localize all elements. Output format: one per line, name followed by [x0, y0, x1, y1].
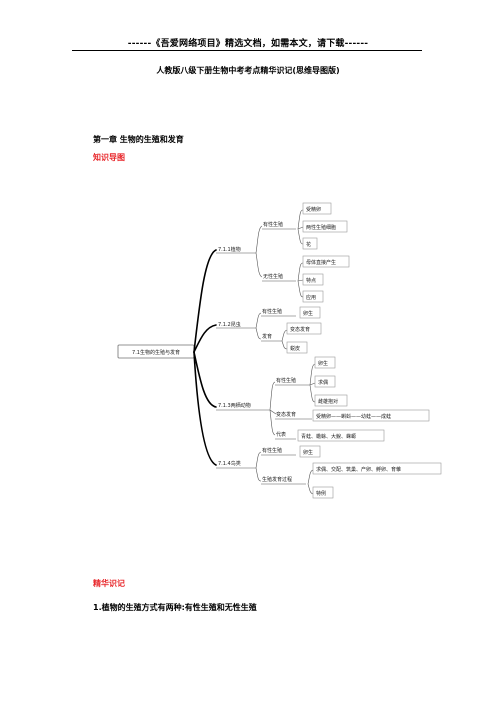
section-heading-notes: 精华识记 — [93, 579, 125, 588]
branch-label-plant: 7.1.1植物 — [218, 246, 241, 253]
document-title: 人教版八级下册生物中考考点精华识记(思维导图版) — [156, 66, 340, 75]
group-label-plant-asexual: 无性生殖 — [263, 273, 283, 280]
leaf-characteristics: 特点 — [306, 277, 316, 284]
leaf-direct-production: 母体直接产生 — [306, 259, 336, 266]
section-heading-mindmap: 知识导图 — [93, 153, 125, 162]
header-divider — [72, 50, 422, 51]
leaf-metamorphosis: 变态发育 — [290, 326, 310, 333]
leaf-courtship: 求偶 — [318, 379, 328, 386]
leaf-molting: 蜕皮 — [290, 345, 300, 352]
branch-label-insect: 7.1.2昆虫 — [218, 321, 241, 328]
group-label-insect-development: 发育 — [262, 333, 272, 340]
group-label-bird-sexual: 有性生殖 — [262, 447, 282, 454]
branch-connector-bird — [193, 351, 217, 466]
branch-connector-insect — [193, 324, 217, 353]
group-label-amphibian-development: 变态发育 — [276, 411, 296, 418]
branch-connector-amphibian — [193, 351, 217, 408]
leaf-amphibian-species: 青蛙、蟾蜍、大鲵、蝾螈 — [301, 433, 356, 440]
leaf-insect-oviparous: 卵生 — [303, 310, 313, 317]
group-label-bird-process: 生殖发育过程 — [262, 476, 292, 483]
leaf-amphibian-oviparous: 卵生 — [318, 360, 328, 367]
note-point-1: 1.植物的生殖方式有两种:有性生殖和无性生殖 — [93, 603, 257, 612]
leaf-bird-exception: 特例 — [316, 490, 326, 497]
leaf-frog-lifecycle: 受精卵——蝌蚪——幼蛙——成蛙 — [316, 413, 391, 420]
leaf-gametes: 两性生殖细胞 — [306, 224, 336, 231]
mindmap-root-label: 7.1生物的生殖与发育 — [132, 349, 180, 356]
group-label-insect-sexual: 有性生殖 — [262, 308, 282, 315]
leaf-fertilized-egg: 受精卵 — [306, 206, 321, 213]
leaf-applications: 应用 — [306, 294, 316, 301]
branch-label-amphibian: 7.1.3两栖动物 — [218, 402, 251, 409]
group-label-plant-sexual: 有性生殖 — [263, 221, 283, 228]
leaf-bird-stages: 求偶、交配、筑巢、产卵、孵卵、育雏 — [316, 466, 401, 473]
group-label-amphibian-examples: 代表 — [276, 431, 286, 438]
branch-connector-plant — [193, 249, 217, 353]
page-header: ------《吾爱网络项目》精选文档，如需本文，请下载------ — [127, 39, 369, 49]
leaf-amplexus: 雌雄抱对 — [318, 398, 338, 405]
leaf-bird-oviparous: 卵生 — [303, 449, 313, 456]
chapter-heading: 第一章 生物的生殖和发育 — [93, 135, 184, 144]
branch-label-bird: 7.1.4鸟类 — [218, 460, 241, 467]
leaf-flower: 花 — [306, 241, 311, 248]
group-label-amphibian-sexual: 有性生殖 — [276, 377, 296, 384]
